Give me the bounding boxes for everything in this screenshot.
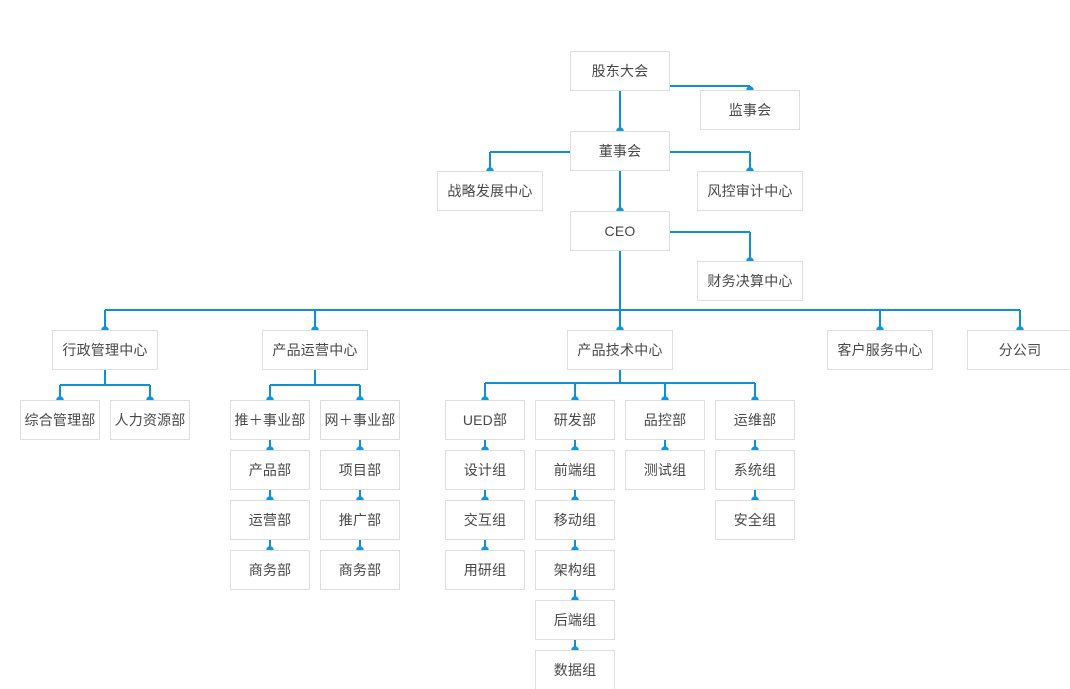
org-node-n13[interactable]: 综合管理部 [20,400,100,440]
org-node-n9[interactable]: 产品运营中心 [262,330,368,370]
org-node-n26[interactable]: 用研组 [445,550,525,590]
org-node-n12[interactable]: 分公司 [967,330,1070,370]
org-node-label: 股东大会 [591,63,649,79]
org-node-n37[interactable]: 安全组 [715,500,795,540]
org-node-n29[interactable]: 移动组 [535,500,615,540]
org-node-label: 推广部 [338,512,382,528]
org-node-n5[interactable]: 风控审计中心 [697,171,803,211]
org-node-n10[interactable]: 产品技术中心 [567,330,673,370]
org-node-n27[interactable]: 研发部 [535,400,615,440]
org-node-label: 项目部 [338,462,382,478]
org-node-label: 用研组 [463,562,507,578]
org-node-label: 网＋事业部 [324,412,396,428]
org-node-n35[interactable]: 运维部 [715,400,795,440]
org-node-label: 推＋事业部 [234,412,306,428]
org-node-label: 客户服务中心 [837,342,923,358]
org-node-label: 战略发展中心 [447,183,533,199]
org-node-label: 综合管理部 [24,412,96,428]
org-node-label: CEO [604,223,636,239]
org-node-label: 研发部 [553,412,597,428]
org-node-label: 前端组 [553,462,597,478]
org-node-n8[interactable]: 行政管理中心 [52,330,158,370]
org-node-label: 品控部 [643,412,687,428]
org-node-label: 后端组 [553,612,597,628]
org-node-label: 系统组 [733,462,777,478]
org-node-label: 产品部 [248,462,292,478]
org-node-label: 产品技术中心 [577,342,663,358]
org-node-label: 董事会 [598,143,642,159]
org-node-n30[interactable]: 架构组 [535,550,615,590]
org-node-n3[interactable]: 董事会 [570,131,670,171]
org-node-n25[interactable]: 交互组 [445,500,525,540]
org-node-n18[interactable]: 商务部 [230,550,310,590]
org-node-label: 商务部 [248,562,292,578]
org-node-label: 分公司 [998,342,1042,358]
org-node-label: 安全组 [733,512,777,528]
org-node-label: 架构组 [553,562,597,578]
org-node-label: 商务部 [338,562,382,578]
org-node-n22[interactable]: 商务部 [320,550,400,590]
org-node-n16[interactable]: 产品部 [230,450,310,490]
org-node-n19[interactable]: 网＋事业部 [320,400,400,440]
org-node-n24[interactable]: 设计组 [445,450,525,490]
org-node-n2[interactable]: 监事会 [700,90,800,130]
org-node-label: 财务决算中心 [707,273,793,289]
org-node-n32[interactable]: 数据组 [535,650,615,689]
org-node-n17[interactable]: 运营部 [230,500,310,540]
org-node-n6[interactable]: CEO [570,211,670,251]
org-node-n23[interactable]: UED部 [445,400,525,440]
org-node-n14[interactable]: 人力资源部 [110,400,190,440]
org-node-n1[interactable]: 股东大会 [570,51,670,91]
org-node-n28[interactable]: 前端组 [535,450,615,490]
org-node-n36[interactable]: 系统组 [715,450,795,490]
org-node-label: 移动组 [553,512,597,528]
org-node-label: 行政管理中心 [62,342,148,358]
org-node-n7[interactable]: 财务决算中心 [697,261,803,301]
org-node-n33[interactable]: 品控部 [625,400,705,440]
org-node-label: 风控审计中心 [707,183,793,199]
org-node-n15[interactable]: 推＋事业部 [230,400,310,440]
org-node-n31[interactable]: 后端组 [535,600,615,640]
org-node-label: UED部 [462,412,508,428]
org-node-label: 监事会 [728,102,772,118]
org-node-label: 运营部 [248,512,292,528]
org-node-n20[interactable]: 项目部 [320,450,400,490]
org-node-label: 运维部 [733,412,777,428]
org-node-label: 交互组 [463,512,507,528]
org-node-n4[interactable]: 战略发展中心 [437,171,543,211]
org-node-label: 产品运营中心 [272,342,358,358]
org-node-label: 设计组 [463,462,507,478]
org-node-label: 测试组 [643,462,687,478]
org-node-label: 数据组 [553,662,597,678]
org-node-n34[interactable]: 测试组 [625,450,705,490]
org-node-n11[interactable]: 客户服务中心 [827,330,933,370]
org-node-label: 人力资源部 [114,412,186,428]
org-node-n21[interactable]: 推广部 [320,500,400,540]
